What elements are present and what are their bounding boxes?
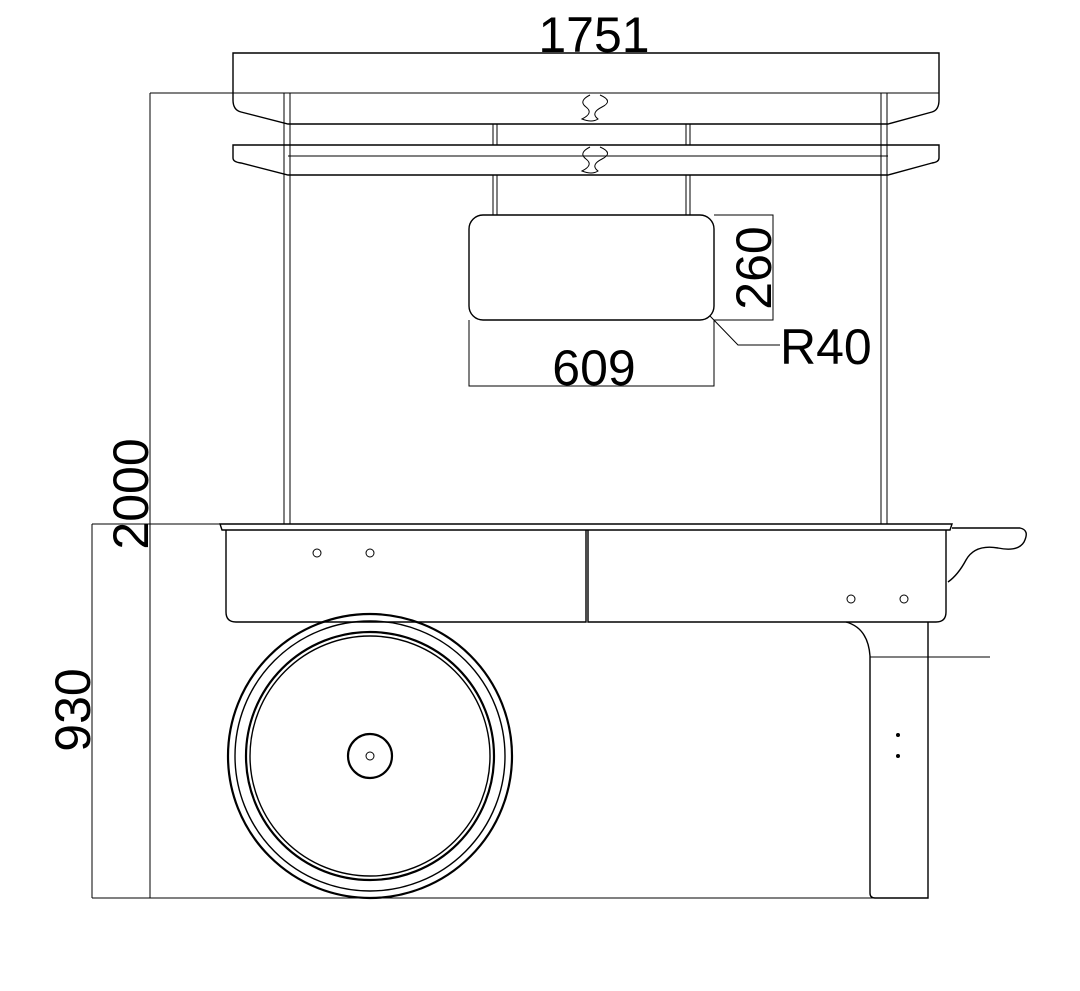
side-handle [947,527,1027,583]
support-leg [845,621,929,899]
knob-icon [365,548,375,558]
knob-icon [312,548,322,558]
cabinet-left [225,530,587,623]
sign-width-label: 609 [552,340,635,396]
hook-top [580,94,608,122]
knob-icon [846,594,856,604]
sign-width-dimension-box [468,320,715,387]
hook-lower [580,146,608,174]
roof-board-top [232,52,940,125]
sign-height-dimension-box [714,214,774,321]
roof-board-lower [232,144,940,176]
countertop [219,523,953,531]
canopy [232,52,940,215]
wheel-tire [234,620,506,892]
radius-leader-line [709,315,780,346]
sign-panel [468,214,780,387]
cart-body [219,523,1027,899]
sign-board [468,214,715,321]
axle-icon [365,751,375,761]
wheel-hub [346,732,394,780]
dimension-lines [91,92,928,899]
bolt-icon [896,733,900,737]
sign-height-label: 260 [726,226,782,309]
wheel [226,612,514,900]
corner-radius-label: R40 [780,319,872,375]
knob-icon [899,594,909,604]
bolt-icon [896,754,900,758]
counter-height-label: 930 [45,668,101,751]
overall-height-label: 2000 [103,438,159,549]
cabinet-right [587,530,947,623]
canopy-posts [283,93,888,524]
wheel-outer-rim [226,612,514,900]
overall-width-label: 1751 [538,7,649,63]
wheel-inner-rim [244,630,496,882]
